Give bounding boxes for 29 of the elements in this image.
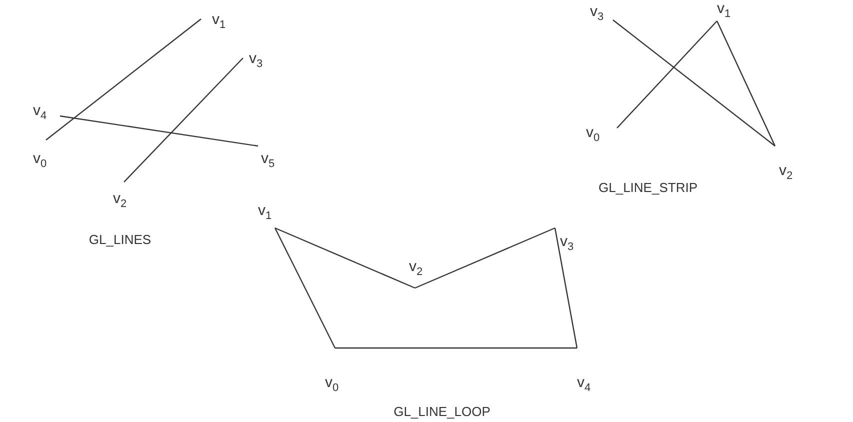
vertex-label: v$_{1}$	[212, 12, 226, 33]
vertex-label: v$_{2}$	[113, 191, 127, 212]
line-segment	[612, 20, 776, 146]
vertex-label: v$_{0}$	[586, 125, 600, 146]
vertex-label: v$_{4}$	[577, 375, 591, 396]
primitive-caption: GL_LINE_LOOP	[394, 404, 490, 419]
vertex-label: v$_{3}$	[560, 234, 574, 255]
line-segment	[60, 115, 258, 147]
vertex-label: v$_{3}$	[249, 51, 263, 72]
line-segment	[274, 227, 416, 289]
vertex-label: v$_{4}$	[33, 103, 47, 124]
primitive-caption: GL_LINES	[88, 232, 152, 247]
vertex-label: v$_{0}$	[33, 151, 47, 172]
line-segment	[716, 20, 776, 146]
vertex-label: v$_{0}$	[325, 375, 339, 396]
vertex-label: v$_{3}$	[590, 4, 604, 25]
line-segment	[554, 228, 578, 348]
vertex-label: v$_{1}$	[258, 203, 272, 224]
line-segment	[124, 58, 244, 182]
primitive-caption: GL_LINE_STRIP	[598, 180, 698, 195]
line-segment	[414, 227, 556, 289]
vertex-label: v$_{5}$	[261, 151, 275, 172]
vertex-label: v$_{1}$	[717, 1, 731, 22]
line-segment	[616, 20, 718, 128]
vertex-label: v$_{2}$	[409, 259, 423, 280]
line-segment	[46, 18, 202, 140]
line-segment	[335, 347, 577, 349]
vertex-label: v$_{2}$	[779, 163, 793, 184]
line-segment	[274, 228, 336, 348]
